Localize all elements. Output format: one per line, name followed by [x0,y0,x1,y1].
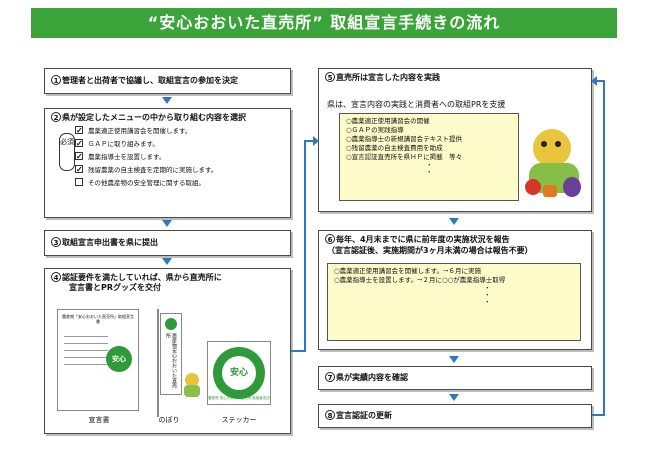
checked-box-icon: ✓ [75,151,83,161]
support-item: ○残留農薬の自主検査費用を助成 [346,144,443,152]
step-6-line2: （宣言認証後、実施期間が3ヶ月未満の場合は報告不要） [327,246,533,255]
flag-text: 農産物安心おおいた直売所 [165,333,177,388]
caption-sticker: ステッカー [221,416,257,424]
checklist-item-label: その他農産物の安全管理に関する取組。 [88,179,205,187]
unchecked-box-icon [75,178,83,186]
ellipsis-dots: ・・ [426,161,433,176]
step-8-text: 宣言認証の更新 [336,411,392,420]
checklist-item: ✓ 農薬適正使用講習会を開催します。 [75,125,192,135]
sticker: 安心 農産物 安心おおいた直売所 取組宣言店 [207,341,271,405]
connector-4-5 [304,140,314,142]
checked-box-icon: ✓ [75,125,83,135]
checklist-item: ✓ 農薬指導士を設置します。 [75,151,166,161]
connector-4-5 [304,140,306,352]
step-number: 5 [325,72,335,82]
step-1-text: 管理者と出荷者で協議し、取組宣言の参加を決定 [62,76,238,85]
step-number: 7 [325,372,335,382]
checklist-item: ✓ 残留農薬の自主検査を定期的に実施します。 [75,164,218,174]
sticker-text: 農産物 安心おおいた直売所 取組宣言店 [208,396,270,400]
arrow-6-7 [449,356,459,363]
loop-arrow-head [591,76,597,86]
checklist-item: ✓ ＧＡＰに取り組みます。 [75,138,159,148]
report-example-item: ○農薬適正使用講習会を開催します。→６月に実施 [334,267,481,275]
step-4-line2: 宣言書とPRグッズを交付 [69,283,162,292]
step-number: 4 [51,272,61,282]
ellipsis-dots: ・・・ [484,284,491,306]
mascot-vegetables [525,127,583,199]
step-6-line1: 毎年、4月末までに県に前年度の実施状況を報告 [336,235,510,244]
report-example-item: ○農薬指導士を設置します。→２月に○○が農薬指導士取得 [334,276,506,284]
step-4-line1: 認証要件を満たしていれば、県から直売所に [62,273,222,282]
mascot-small [183,373,201,399]
support-note: ○農薬適正使用講習会の開催○ＧＡＰの実践指導○農薬指導士の新規講習会テキスト提供… [339,113,519,201]
document-title: 農産物「安心おおいた直売所」取組宣言書 [62,314,134,324]
step-5-text: 直売所は宣言した内容を実践 [336,73,440,82]
report-example-note: ○農薬適正使用講習会を開催します。→６月に実施○農薬指導士を設置します。→２月に… [327,263,581,341]
checklist-item-label: ＧＡＰに取り組みます。 [88,140,159,148]
support-item: ○ＧＡＰの実践指導 [346,126,404,134]
arrow-1-2 [162,97,172,104]
support-item: ○農薬適正使用講習会の開催 [346,117,430,125]
arrow-3-4 [162,258,172,265]
support-item: ○宣言認証直売所を県ＨＰに掲載 等々 [346,153,463,161]
step-5-subtitle: 県は、宣言内容の実践と消費者への取組PRを支援 [327,100,506,109]
connector-4-5 [291,350,305,352]
step-number: 6 [325,234,335,244]
checklist-item: その他農産物の安全管理に関する取組。 [75,178,205,187]
declaration-document: 農産物「安心おおいた直売所」取組宣言書 安心 [57,309,139,411]
step-2-text: 県が設定したメニューの中から取り組む内容を選択 [62,113,246,122]
arrow-4-5-head [313,136,319,146]
required-label: 必須 [59,133,75,171]
step-number: 3 [51,237,61,247]
sticker-anshin: 安心 [222,356,256,390]
loop-connector [597,80,605,82]
arrow-5-6 [449,218,459,225]
support-item: ○農薬指導士の新規講習会テキスト提供 [346,135,462,143]
caption-declaration: 宣言書 [88,416,110,424]
step-7-text: 県が実績内容を確認 [336,373,408,382]
page-title: “安心おおいた直売所” 取組宣言手続きの流れ [31,8,617,38]
step-number: 2 [51,112,61,122]
checklist-item-label: 農薬適正使用講習会を開催します。 [88,127,192,135]
flag-emblem [165,318,177,330]
loop-connector [592,414,604,416]
checked-box-icon: ✓ [75,164,83,174]
checked-box-icon: ✓ [75,138,83,148]
arrow-2-3 [162,220,172,227]
arrow-7-8 [449,394,459,401]
step-number: 8 [325,410,335,420]
caption-flag: のぼり [158,416,180,424]
loop-connector [603,80,605,416]
checklist-item-label: 残留農薬の自主検査を定期的に実施します。 [88,166,218,174]
step-3-text: 取組宣言申出書を県に提出 [62,238,158,247]
checklist-item-label: 農薬指導士を設置します。 [88,153,166,161]
banner-flag: 農産物安心おおいた直売所 [157,309,182,417]
step-number: 1 [51,75,61,85]
anshin-seal: 安心 [106,346,132,372]
